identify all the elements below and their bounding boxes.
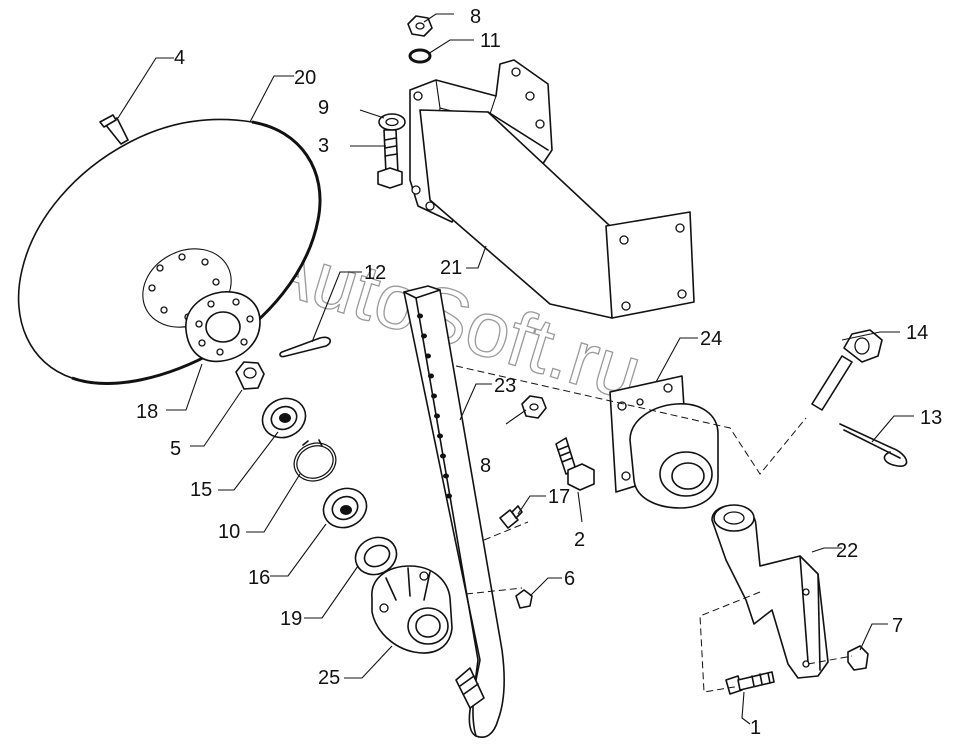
hex-nut-small [515, 589, 533, 609]
label-25: 25 [318, 667, 340, 689]
label-5: 5 [170, 438, 181, 460]
label-6: 6 [564, 568, 575, 590]
grease-nipple [499, 505, 523, 529]
seal-ring [354, 536, 398, 576]
hex-nut-top [407, 15, 433, 37]
countersunk-screw [99, 114, 129, 145]
label-18: 18 [136, 401, 158, 423]
cotter-pin-12 [279, 336, 332, 358]
bolt-2 [555, 437, 595, 491]
label-13: 13 [920, 407, 942, 429]
bolt-1 [725, 671, 775, 695]
label-7: 7 [892, 615, 903, 637]
label-1: 1 [750, 717, 761, 739]
castle-nut [235, 361, 265, 390]
label-14: 14 [906, 322, 928, 344]
hairpin-clip [839, 423, 908, 467]
assembly-lines [455, 365, 853, 693]
hub-housing [371, 565, 453, 654]
label-24: 24 [700, 328, 722, 350]
label-16: 16 [248, 567, 270, 589]
flat-washer [378, 113, 406, 131]
label-10: 10 [218, 521, 240, 543]
label-3: 3 [318, 135, 329, 157]
bearing-outer [261, 397, 307, 439]
mounting-bracket [409, 59, 695, 319]
flange-ring [185, 291, 261, 363]
label-23: 23 [494, 375, 516, 397]
hex-nut-mid [521, 395, 547, 419]
label-20: 20 [294, 67, 316, 89]
label-8-top: 8 [470, 6, 481, 28]
fork [711, 504, 829, 679]
hex-nut-7 [847, 645, 869, 671]
lock-washer [408, 48, 432, 64]
label-9: 9 [318, 97, 329, 119]
label-2: 2 [574, 529, 585, 551]
handle-pin [811, 329, 883, 411]
label-19: 19 [280, 608, 302, 630]
disc-blade [17, 118, 322, 385]
adjustment-arm [403, 285, 505, 738]
label-8-mid: 8 [480, 455, 491, 477]
bolt-3 [377, 129, 403, 189]
label-21: 21 [440, 257, 462, 279]
leader-lines [117, 13, 914, 725]
label-17: 17 [548, 486, 570, 508]
part-labels: 4 20 8 11 9 3 21 12 18 5 15 10 16 19 25 … [136, 6, 942, 739]
bearing-inner [322, 487, 368, 529]
label-22: 22 [836, 540, 858, 562]
label-4: 4 [174, 47, 185, 69]
label-11: 11 [480, 30, 501, 52]
label-15: 15 [190, 479, 212, 501]
snap-ring [293, 439, 337, 482]
pivot-bracket [609, 375, 719, 509]
label-12: 12 [364, 262, 386, 284]
